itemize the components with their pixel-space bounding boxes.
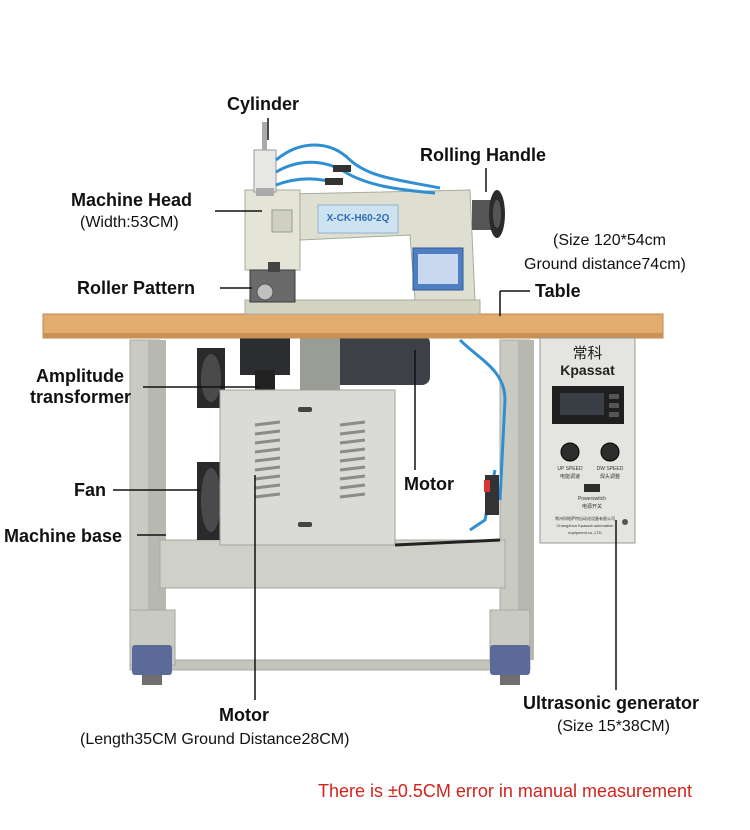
label-amplitude-line1: Amplitude — [36, 366, 124, 386]
machine-head — [244, 122, 505, 315]
label-machine-base: Machine base — [4, 526, 123, 546]
label-roller-pattern: Roller Pattern — [77, 278, 196, 298]
power-switch-label: Powerswitch — [577, 496, 607, 502]
up-speed-label-cn: 电能调速 — [559, 474, 580, 480]
left-foot — [132, 645, 172, 675]
leader-lines — [113, 118, 617, 700]
cylinder-body — [253, 149, 277, 193]
company-name-en-1: Changzhou Kpassat automation — [556, 523, 614, 528]
up-speed-knob — [560, 442, 580, 462]
up-speed-label: UP SPEED — [557, 466, 583, 472]
label-motor-right: Motor — [404, 474, 454, 494]
label-fan: Fan — [74, 480, 107, 500]
dw-speed-label: DW SPEED — [596, 466, 624, 472]
label-ultrasonic-size: (Size 15*38CM) — [557, 718, 670, 735]
measurement-error-note: There is ±0.5CM error in manual measurem… — [318, 781, 693, 801]
generator-brand: Kpassat — [560, 362, 615, 378]
machine-base-box — [219, 389, 396, 546]
label-motor-bottom-detail: (Length35CM Ground Distance28CM) — [80, 731, 350, 748]
power-switch — [584, 484, 600, 492]
right-foot — [490, 645, 530, 675]
model-plate-text: X-CK-H60-2Q — [326, 213, 390, 224]
roller-pattern-part — [249, 269, 296, 303]
dw-speed-label-cn: 焊头调整 — [599, 474, 620, 480]
company-name-en-2: equipment.co.,LTD — [568, 530, 602, 535]
table-frame — [129, 339, 534, 685]
label-amplitude-line2: transformer — [30, 387, 132, 407]
air-hoses — [275, 143, 441, 195]
table-top — [42, 313, 664, 339]
ultrasonic-generator-box — [539, 337, 636, 544]
label-motor-bottom: Motor — [219, 705, 269, 725]
label-cylinder: Cylinder — [227, 94, 300, 114]
label-table-size: (Size 120*54cm — [553, 232, 666, 249]
company-name-cn: 常州科帕萨特自动化设备有限公司 — [555, 516, 615, 521]
motor-assembly — [240, 335, 430, 405]
label-machine-head-width: (Width:53CM) — [80, 214, 179, 231]
label-ultrasonic-generator: Ultrasonic generator — [523, 693, 700, 713]
dw-speed-knob — [600, 442, 620, 462]
label-machine-head: Machine Head — [71, 190, 193, 210]
power-switch-label-cn: 电源开关 — [581, 504, 602, 510]
label-rolling-handle: Rolling Handle — [420, 145, 546, 165]
label-table: Table — [535, 281, 581, 301]
generator-brand-cn: 常科 — [572, 344, 603, 362]
label-table-ground: Ground distance74cm) — [524, 256, 686, 273]
